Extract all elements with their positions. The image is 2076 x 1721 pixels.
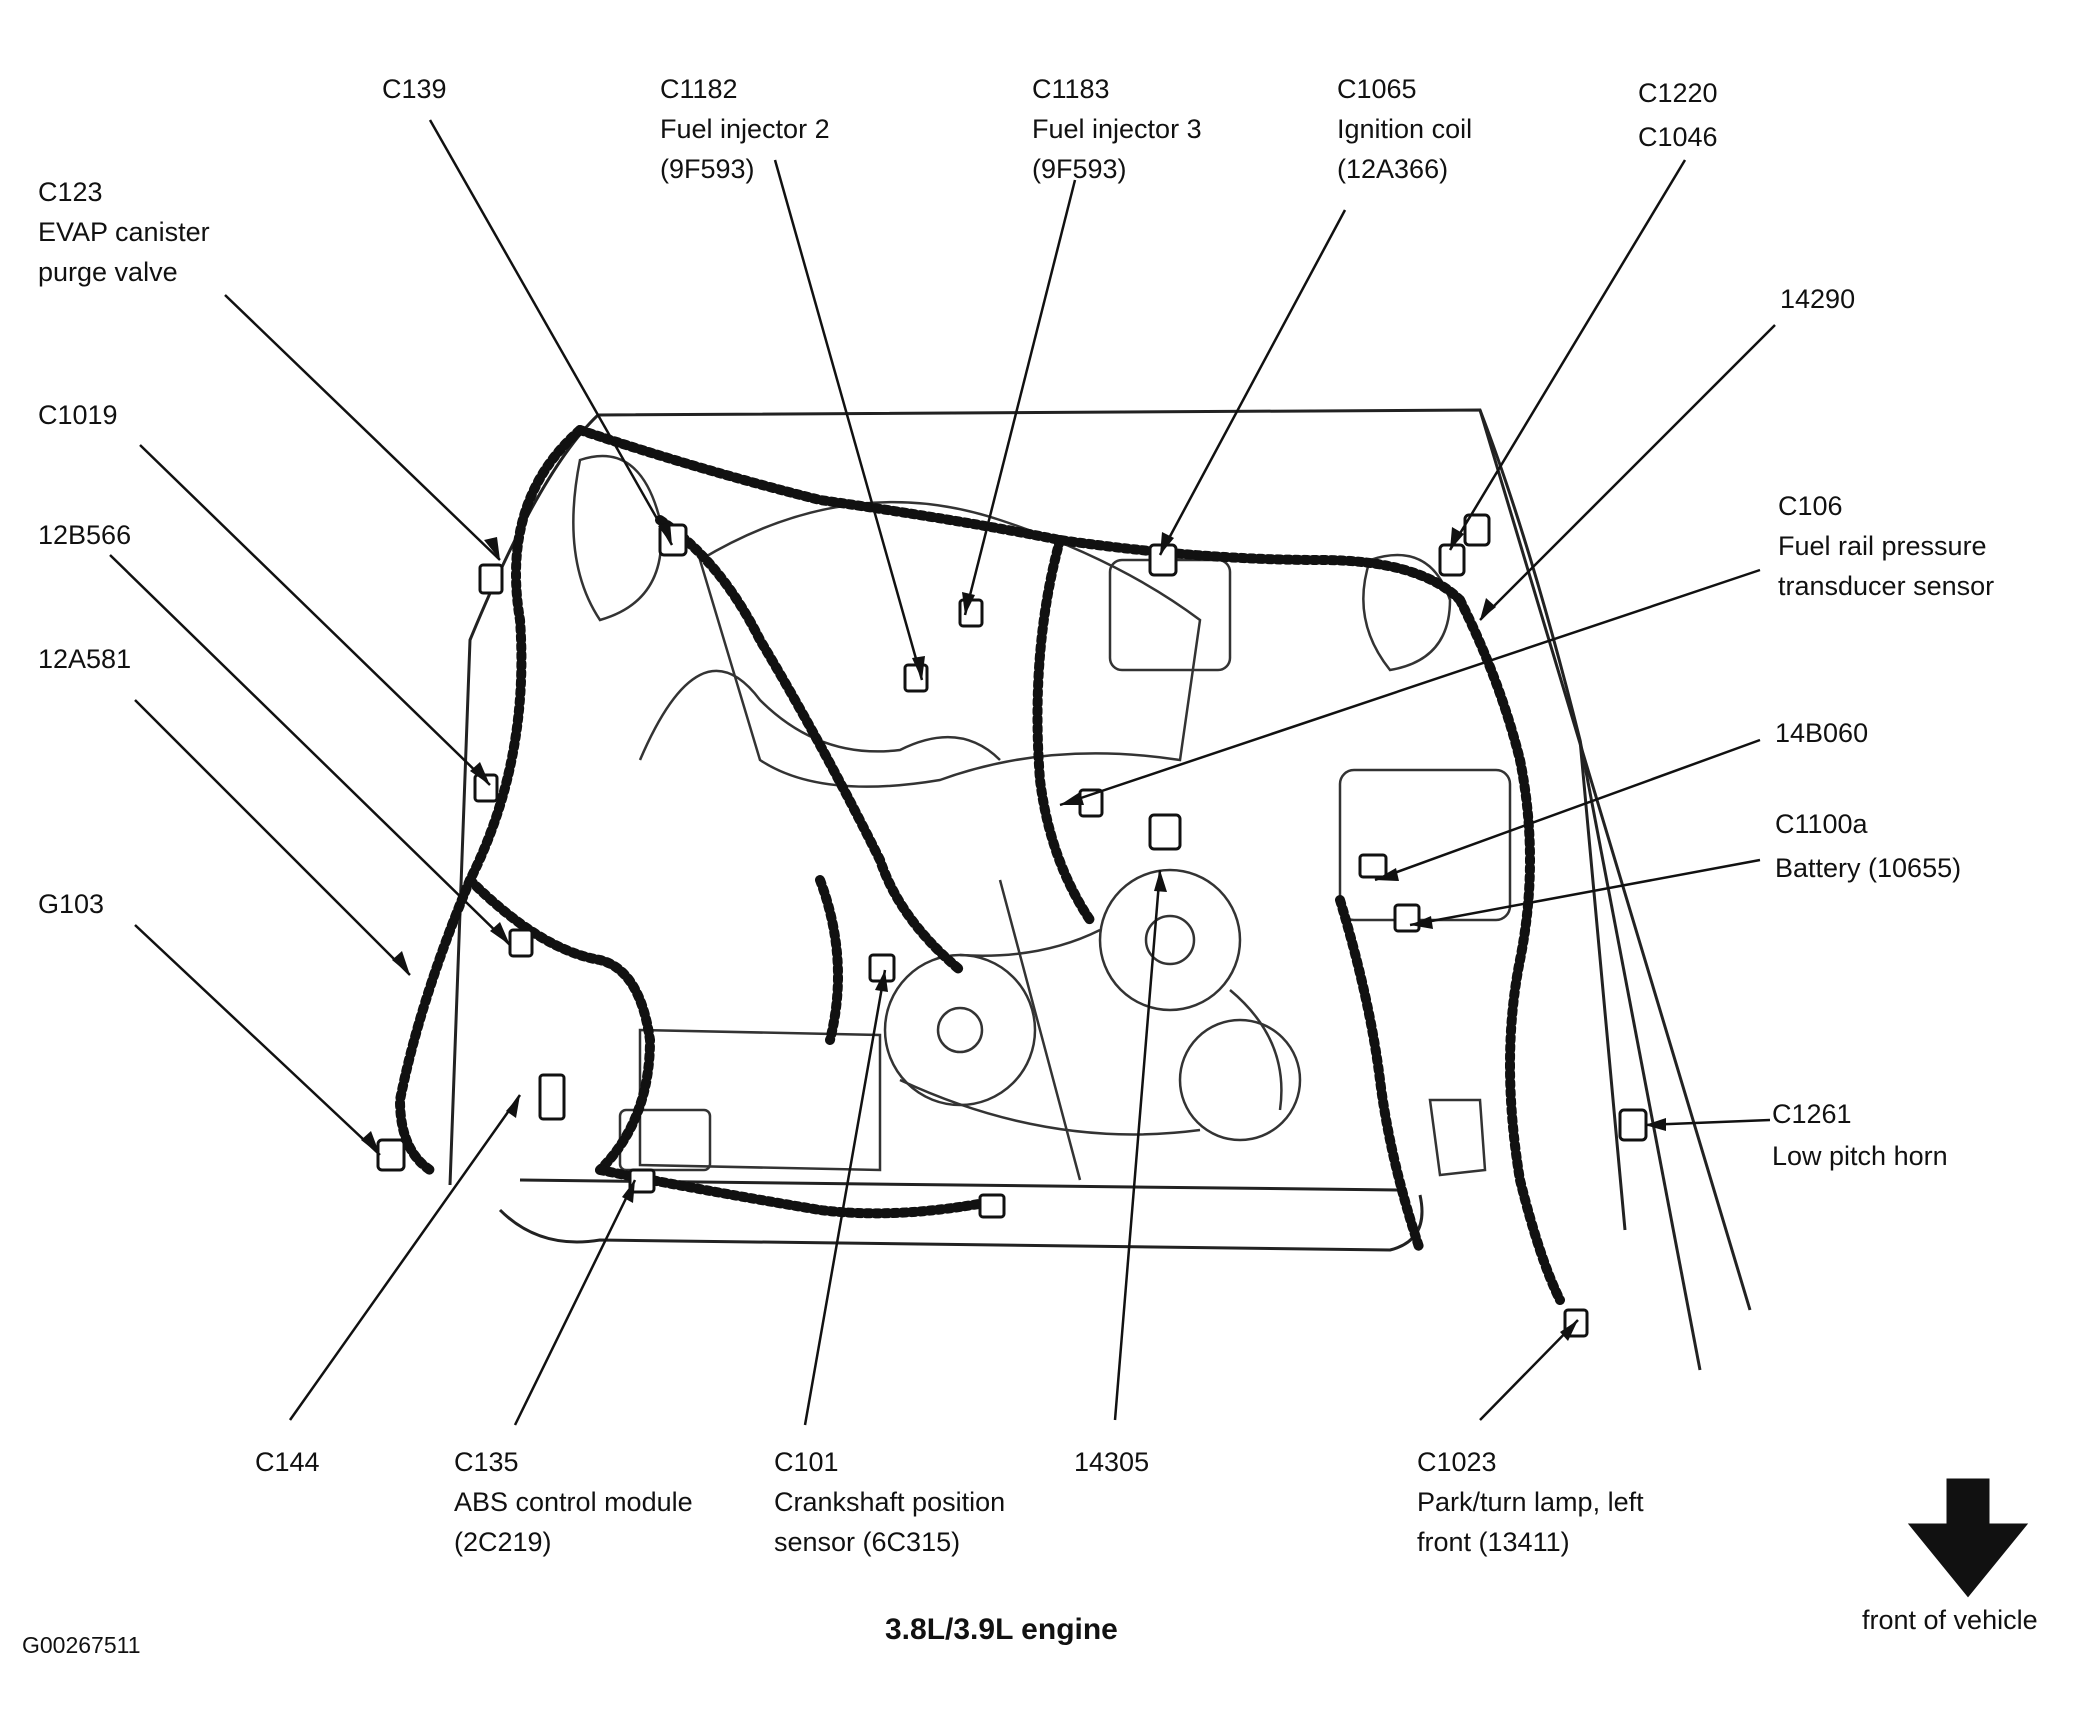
label-c106: C106 Fuel rail pressure transducer senso… — [1778, 491, 1995, 601]
pulley-1-hub — [1144, 914, 1196, 966]
horn-bracket — [1428, 1098, 1487, 1177]
leader-c123 — [224, 294, 501, 561]
leader-c1065 — [1158, 209, 1347, 556]
leader-c106 — [1059, 568, 1761, 807]
leader-c1183 — [963, 179, 1077, 616]
leader-c1220 — [1448, 159, 1687, 551]
front-of-vehicle-label: front of vehicle — [1862, 1605, 2038, 1635]
leader-c101 — [803, 969, 887, 1426]
label-c1023: C1023 Park/turn lamp, left front (13411) — [1417, 1447, 1644, 1557]
left-strut-area — [572, 454, 663, 622]
leader-12a581 — [134, 699, 411, 976]
leader-14305 — [1113, 869, 1162, 1421]
compartment-outline — [448, 408, 1752, 1371]
leader-c1182 — [773, 159, 924, 681]
fender-brace — [998, 879, 1082, 1181]
pulley-2-hub — [936, 1006, 984, 1054]
label-c1261: C1261 Low pitch horn — [1772, 1099, 1948, 1171]
pulley-3 — [1178, 1018, 1302, 1142]
leader-lines — [109, 119, 1776, 1426]
label-c1019: C1019 — [38, 400, 118, 430]
label-c1065: C1065 Ignition coil (12A366) — [1337, 74, 1473, 184]
wiring-harness — [394, 425, 1565, 1305]
label-c144: C144 — [255, 1447, 320, 1477]
intake-manifold — [698, 500, 1202, 788]
right-strut-area — [1362, 553, 1452, 672]
radiator-shroud — [638, 1028, 882, 1172]
label-12a581: 12A581 — [38, 644, 132, 674]
label-c123: C123 EVAP canister purge valve — [38, 177, 210, 287]
label-c101: C101 Crankshaft position sensor (6C315) — [774, 1447, 1006, 1557]
leader-g103 — [134, 924, 381, 1156]
figure-id: G00267511 — [22, 1632, 141, 1658]
drive-belt — [899, 928, 1283, 1136]
connectors — [376, 513, 1648, 1338]
leader-c1100a — [1409, 858, 1761, 927]
label-14290: 14290 — [1780, 284, 1856, 314]
leader-c1023 — [1479, 1319, 1579, 1421]
label-14305: 14305 — [1074, 1447, 1150, 1477]
leader-14b060 — [1374, 738, 1761, 882]
leader-c135 — [513, 1179, 637, 1426]
front-of-vehicle-arrow — [1907, 1478, 2029, 1598]
label-c139: C139 — [382, 74, 447, 104]
label-c135: C135 ABS control module (2C219) — [454, 1447, 693, 1557]
label-12b566: 12B566 — [38, 520, 132, 550]
label-g103: G103 — [38, 889, 105, 919]
battery-shape — [1338, 768, 1512, 922]
air-intake-tube — [638, 669, 1001, 761]
leader-c144 — [288, 1094, 522, 1421]
leader-14290 — [1479, 324, 1776, 621]
pulley-1 — [1098, 868, 1242, 1012]
label-c1220: C1220 C1046 — [1638, 78, 1718, 152]
leader-12b566 — [109, 554, 511, 946]
engine-components — [572, 454, 1512, 1181]
leader-c139 — [428, 119, 674, 546]
leader-c1019 — [139, 444, 491, 786]
label-14b060: 14B060 — [1775, 718, 1869, 748]
label-c1100a: C1100a Battery (10655) — [1775, 809, 1962, 883]
arrow-heads — [361, 522, 1666, 1341]
figure-caption: 3.8L/3.9L engine — [885, 1613, 1118, 1646]
label-c1183: C1183 Fuel injector 3 (9F593) — [1032, 74, 1202, 184]
label-c1182: C1182 Fuel injector 2 (9F593) — [660, 74, 830, 184]
